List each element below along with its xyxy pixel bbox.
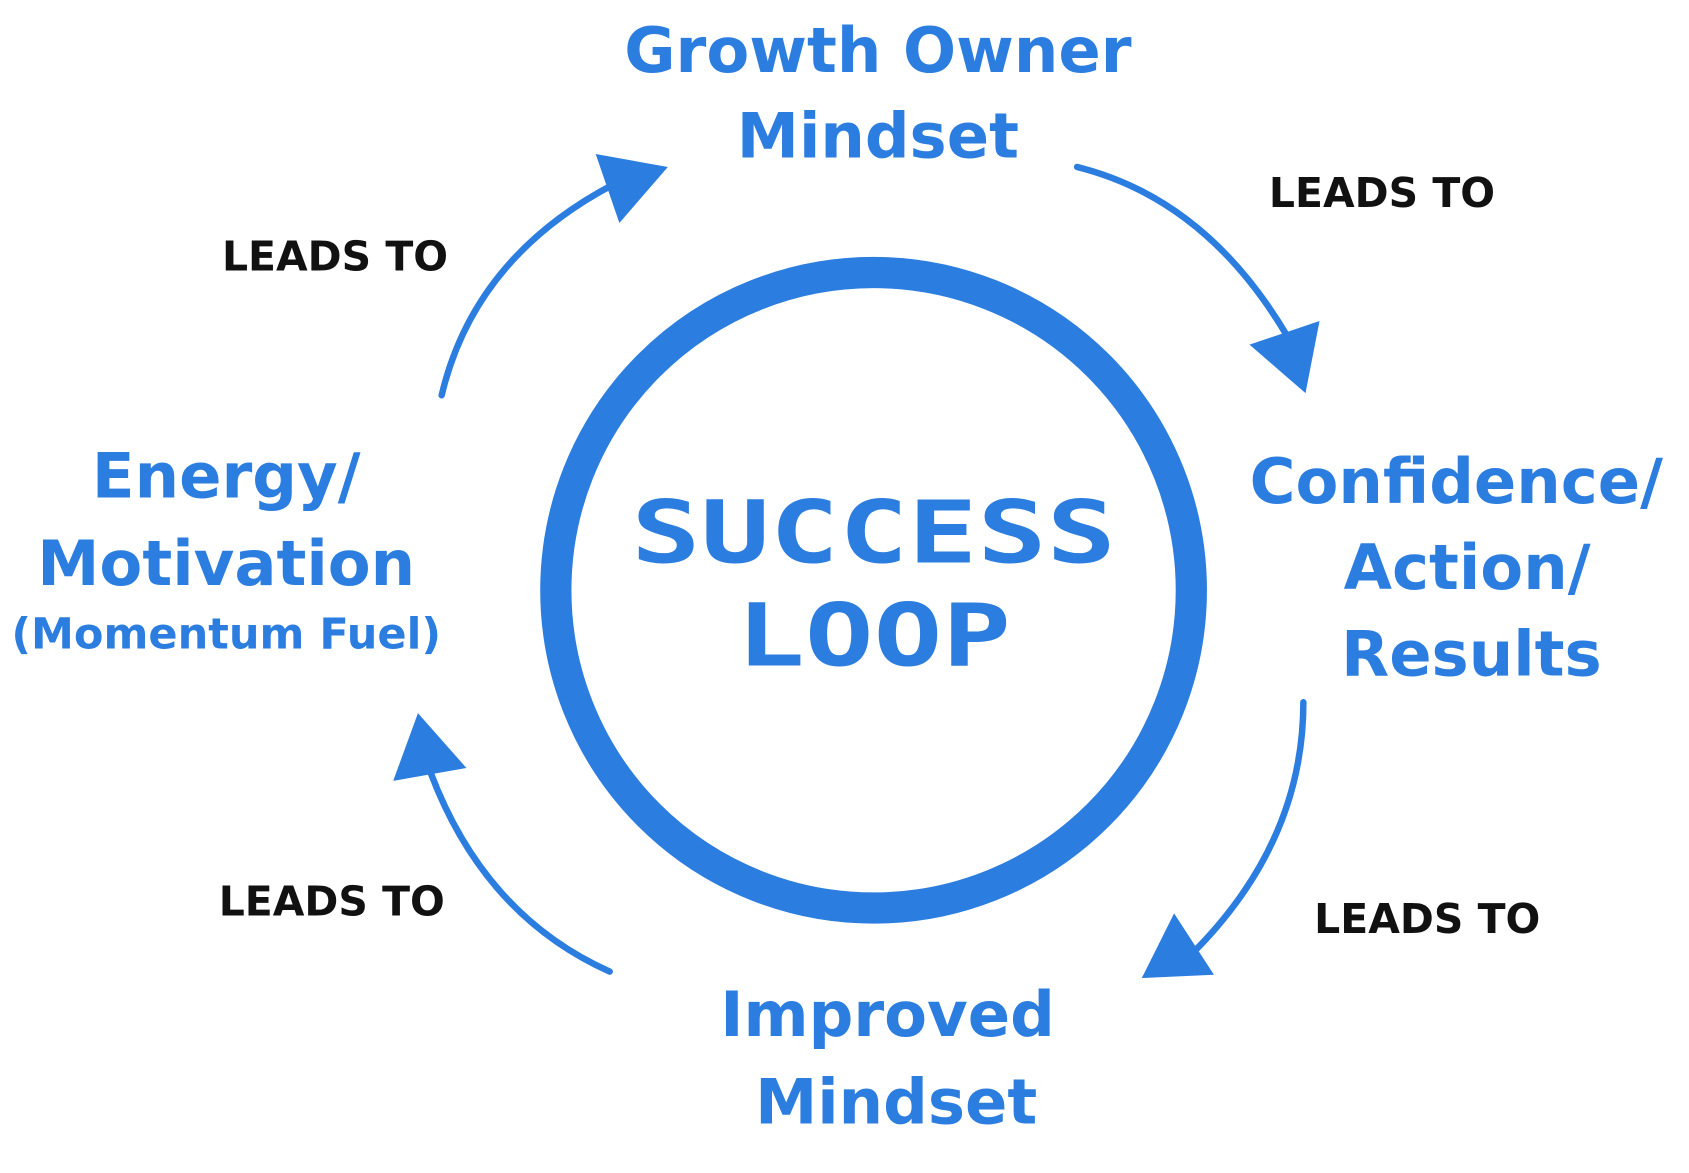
arrow-bottom-right <box>1192 699 1307 954</box>
node-left-line1: Energy/ <box>92 440 361 513</box>
node-right-line3: Results <box>1341 617 1602 690</box>
node-left-line2: Motivation <box>37 527 415 600</box>
arrowhead-bottom-left-icon <box>393 713 467 781</box>
arrow-bottom-left <box>427 770 613 975</box>
leads-to-top-left: LEADS TO <box>222 232 448 280</box>
node-right-line2: Action/ <box>1344 531 1591 604</box>
arrow-top-left <box>438 182 616 399</box>
node-left-line3: (Momentum Fuel) <box>11 609 441 659</box>
center-title-line1: SUCCESS <box>631 483 1116 583</box>
node-right-line1: Confidence/ <box>1250 445 1663 518</box>
arrowhead-top-left-icon <box>595 154 668 223</box>
center-title-line2: LOOP <box>736 587 1011 687</box>
node-top-line2: Mindset <box>737 99 1019 172</box>
node-bottom-line2: Mindset <box>755 1065 1037 1138</box>
arrowhead-top-right-icon <box>1249 320 1320 394</box>
loop-circle <box>540 256 1207 924</box>
leads-to-top-right: LEADS TO <box>1269 169 1495 217</box>
node-bottom-line1: Improved <box>720 978 1055 1051</box>
arrow-top-right <box>1073 163 1291 340</box>
leads-to-bottom-left: LEADS TO <box>219 878 445 926</box>
node-top-line1: Growth Owner <box>624 14 1131 87</box>
arrowhead-bottom-right-icon <box>1141 913 1214 979</box>
leads-to-bottom-right: LEADS TO <box>1314 895 1540 943</box>
